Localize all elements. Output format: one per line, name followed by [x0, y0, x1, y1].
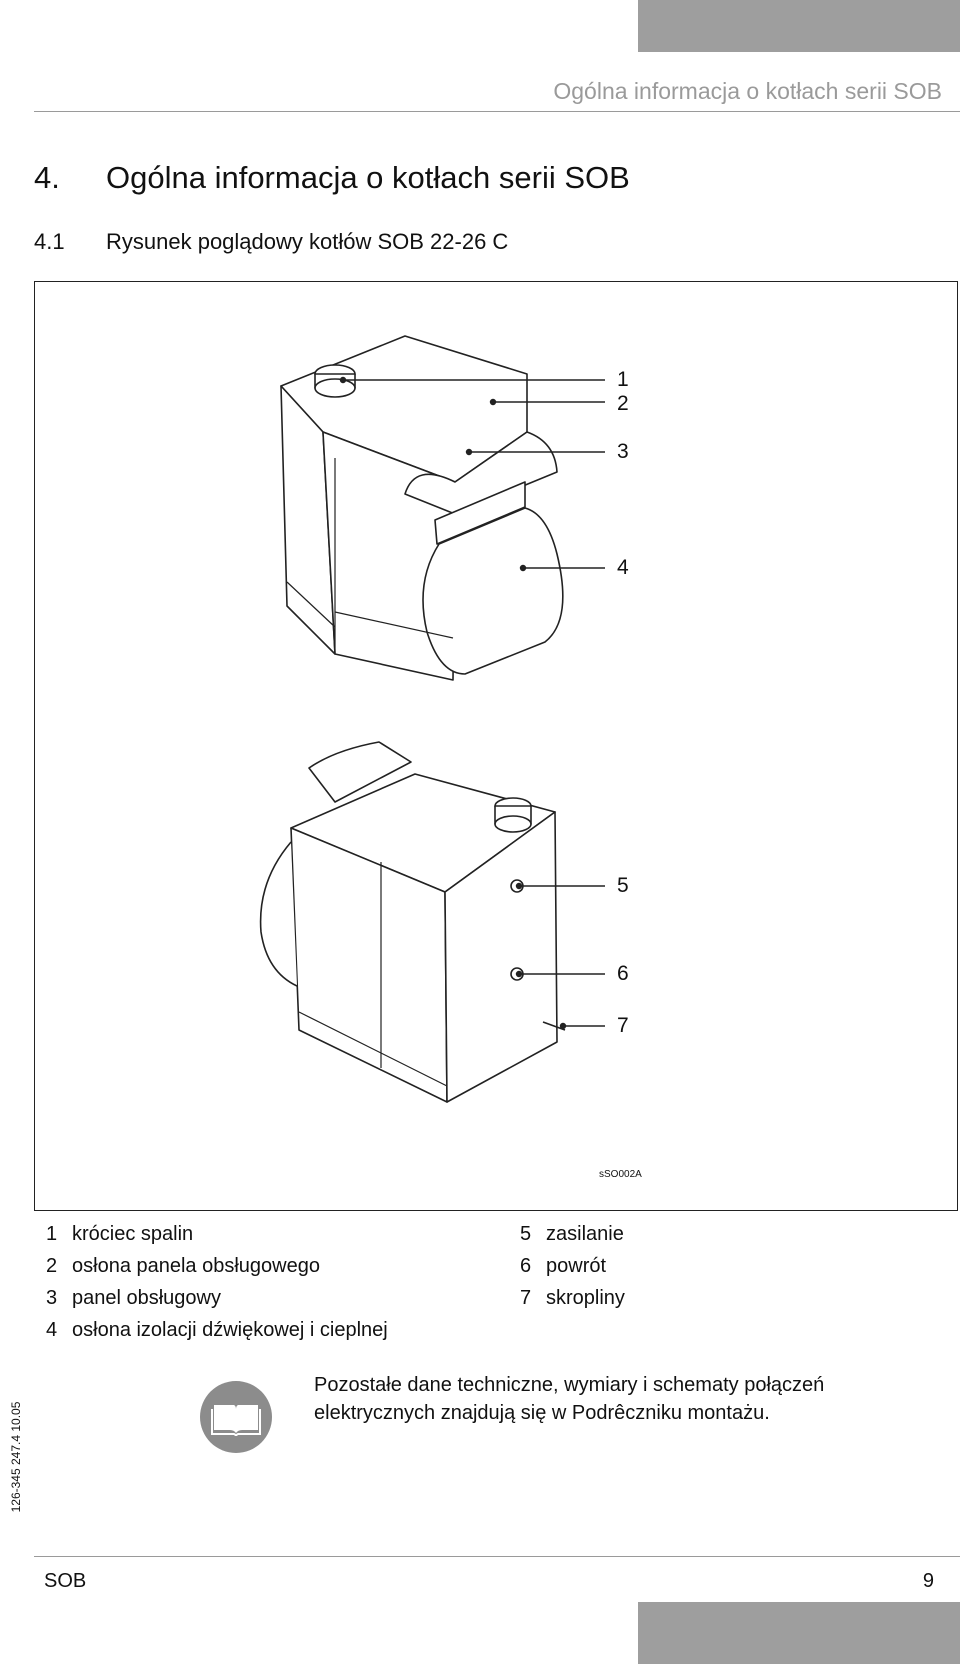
- subsection-title: Rysunek poglądowy kotłów SOB 22-26 C: [106, 229, 509, 254]
- callout-1: 1: [617, 368, 629, 391]
- note-text: Pozostałe dane techniczne, wymiary i sch…: [314, 1371, 824, 1427]
- callout-6: 6: [617, 962, 629, 985]
- callout-4: 4: [617, 556, 629, 579]
- book-icon: [200, 1381, 272, 1453]
- section-title: Ogólna informacja o kotłach serii SOB: [106, 160, 630, 195]
- upper-control-panel: [434, 481, 526, 545]
- running-header: Ogólna informacja o kotłach serii SOB: [553, 78, 942, 104]
- boiler-figure: 1 2 3 4 5 6 7 sSO002A: [34, 281, 958, 1211]
- figure-id: sSO002A: [599, 1169, 642, 1180]
- lower-rear-curve: [259, 841, 298, 987]
- section-heading: 4. Ogólna informacja o kotłach serii SOB: [34, 160, 630, 196]
- subsection-number: 4.1: [34, 229, 65, 254]
- footer-product: SOB: [44, 1570, 87, 1592]
- page-number: 9: [922, 1570, 934, 1592]
- header-bar: [638, 0, 960, 52]
- callout-3: 3: [617, 440, 629, 463]
- upper-insulation-cover: [422, 507, 564, 675]
- footer-bar: [638, 1602, 960, 1664]
- callout-7: 7: [617, 1014, 629, 1037]
- boiler-drawing: [259, 335, 605, 1103]
- note-line: Pozostałe dane techniczne, wymiary i sch…: [314, 1374, 825, 1396]
- callout-5: 5: [617, 874, 629, 897]
- note-line: elektrycznych znajdują się w Podrêczniku…: [314, 1402, 770, 1424]
- header-rule: [34, 111, 960, 112]
- document-code: 126-345 247.4 10.05: [9, 1401, 23, 1513]
- lower-flue-hood: [308, 741, 412, 803]
- callout-2: 2: [617, 392, 629, 415]
- subsection-heading: 4.1 Rysunek poglądowy kotłów SOB 22-26 C: [34, 229, 508, 255]
- section-number: 4.: [34, 160, 60, 195]
- footer-rule: [34, 1556, 960, 1557]
- lower-boiler-right-side: [444, 811, 558, 1103]
